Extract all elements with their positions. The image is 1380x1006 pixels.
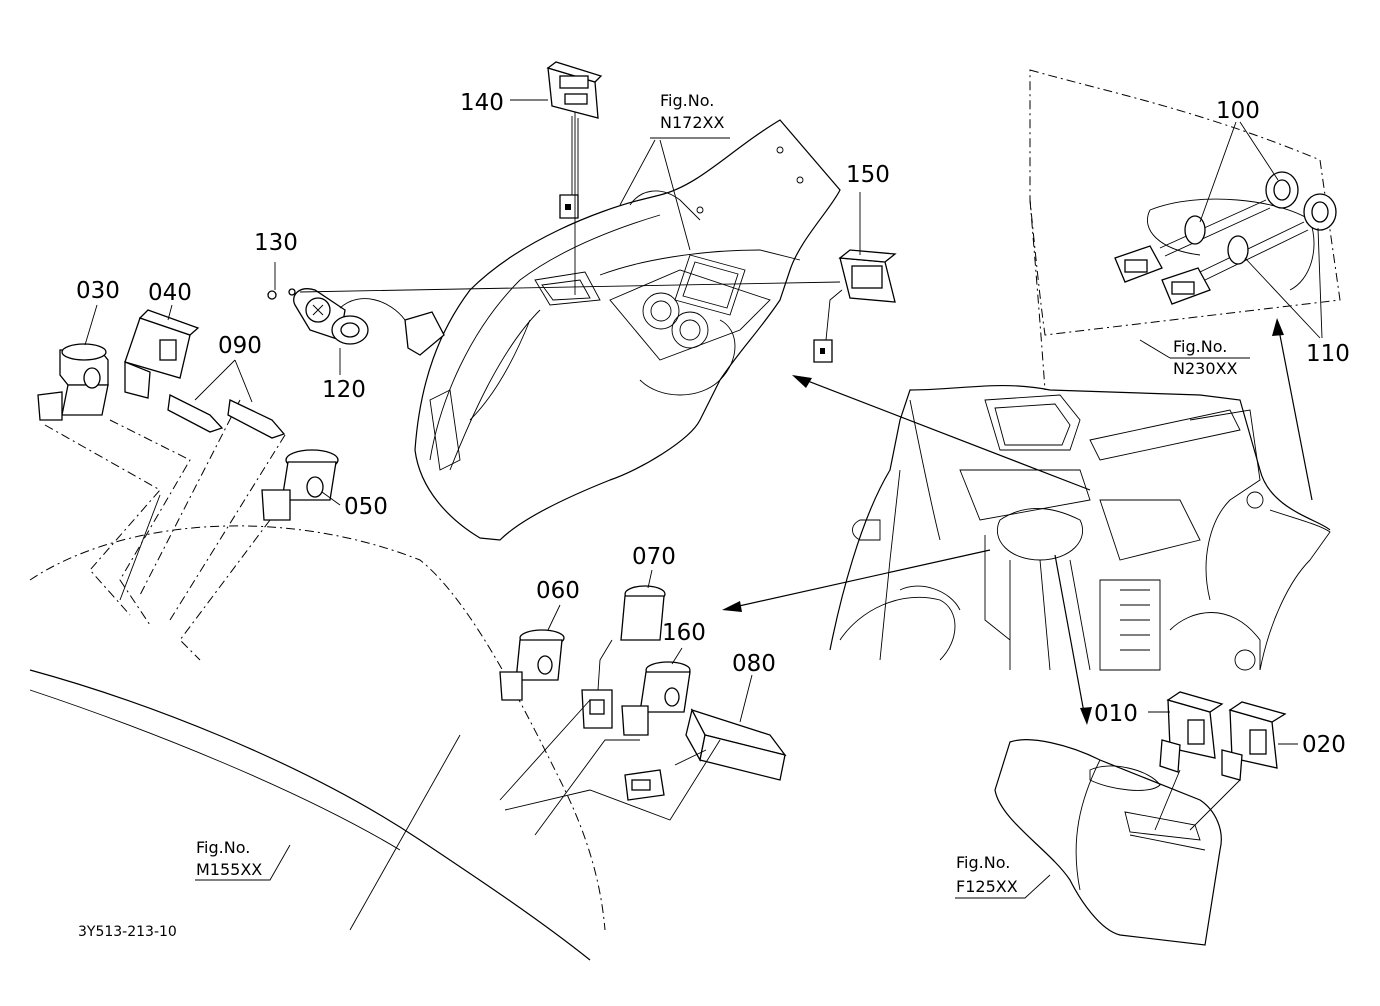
label-080: 080 — [732, 651, 776, 677]
label-150: 150 — [846, 162, 890, 188]
fig-ref-n230-label: Fig.No. — [1173, 337, 1227, 356]
arrows — [722, 318, 1313, 725]
figure-references: Fig.No. N172XX Fig.No. N230XX Fig.No. M1… — [196, 91, 1237, 896]
label-050: 050 — [344, 494, 388, 520]
fig-ref-m155-label: Fig.No. — [196, 838, 250, 857]
part-050-switch — [261, 449, 339, 521]
fig-ref-f125-code: F125XX — [956, 877, 1018, 896]
label-130: 130 — [254, 230, 298, 256]
part-090-clips — [167, 394, 286, 439]
part-010-switch — [1159, 691, 1224, 773]
part-140-switch — [546, 61, 603, 219]
label-060: 060 — [536, 578, 580, 604]
fig-ref-n172-code: N172XX — [660, 113, 724, 132]
label-100: 100 — [1216, 98, 1260, 124]
right-console — [994, 739, 1222, 946]
part-070-switch — [581, 585, 666, 729]
diagram-code: 3Y513-213-10 — [78, 924, 177, 940]
part-150-switch — [813, 249, 897, 363]
leader-lines — [84, 99, 1323, 899]
label-120: 120 — [322, 377, 366, 403]
label-110: 110 — [1306, 341, 1350, 367]
label-020: 020 — [1302, 732, 1346, 758]
label-140: 140 — [460, 90, 504, 116]
part-120-socket — [267, 288, 445, 356]
label-010: 010 — [1094, 701, 1138, 727]
part-020-switch — [1221, 701, 1287, 781]
hood-outline — [29, 525, 606, 961]
part-040-switch — [124, 309, 200, 399]
part-labels: 140 150 130 120 030 040 090 050 060 070 … — [76, 90, 1350, 758]
label-040: 040 — [148, 280, 192, 306]
fig-ref-f125-label: Fig.No. — [956, 853, 1010, 872]
fig-ref-n172-label: Fig.No. — [660, 91, 714, 110]
fig-ref-m155-code: M155XX — [196, 860, 262, 879]
fig-ref-n230-code: N230XX — [1173, 359, 1237, 378]
label-090: 090 — [218, 333, 262, 359]
dashboard-console — [414, 119, 841, 541]
part-030-switch — [37, 343, 109, 421]
label-070: 070 — [632, 544, 676, 570]
part-100-110-sockets — [1114, 171, 1337, 305]
part-060-switch — [499, 629, 565, 701]
guide-lines-left — [44, 399, 286, 661]
part-080-switch — [624, 708, 787, 801]
tractor-cab-view — [829, 384, 1331, 671]
part-160-switch — [621, 661, 691, 736]
label-160: 160 — [662, 620, 706, 646]
label-030: 030 — [76, 278, 120, 304]
side-panel-outline — [1029, 69, 1341, 391]
